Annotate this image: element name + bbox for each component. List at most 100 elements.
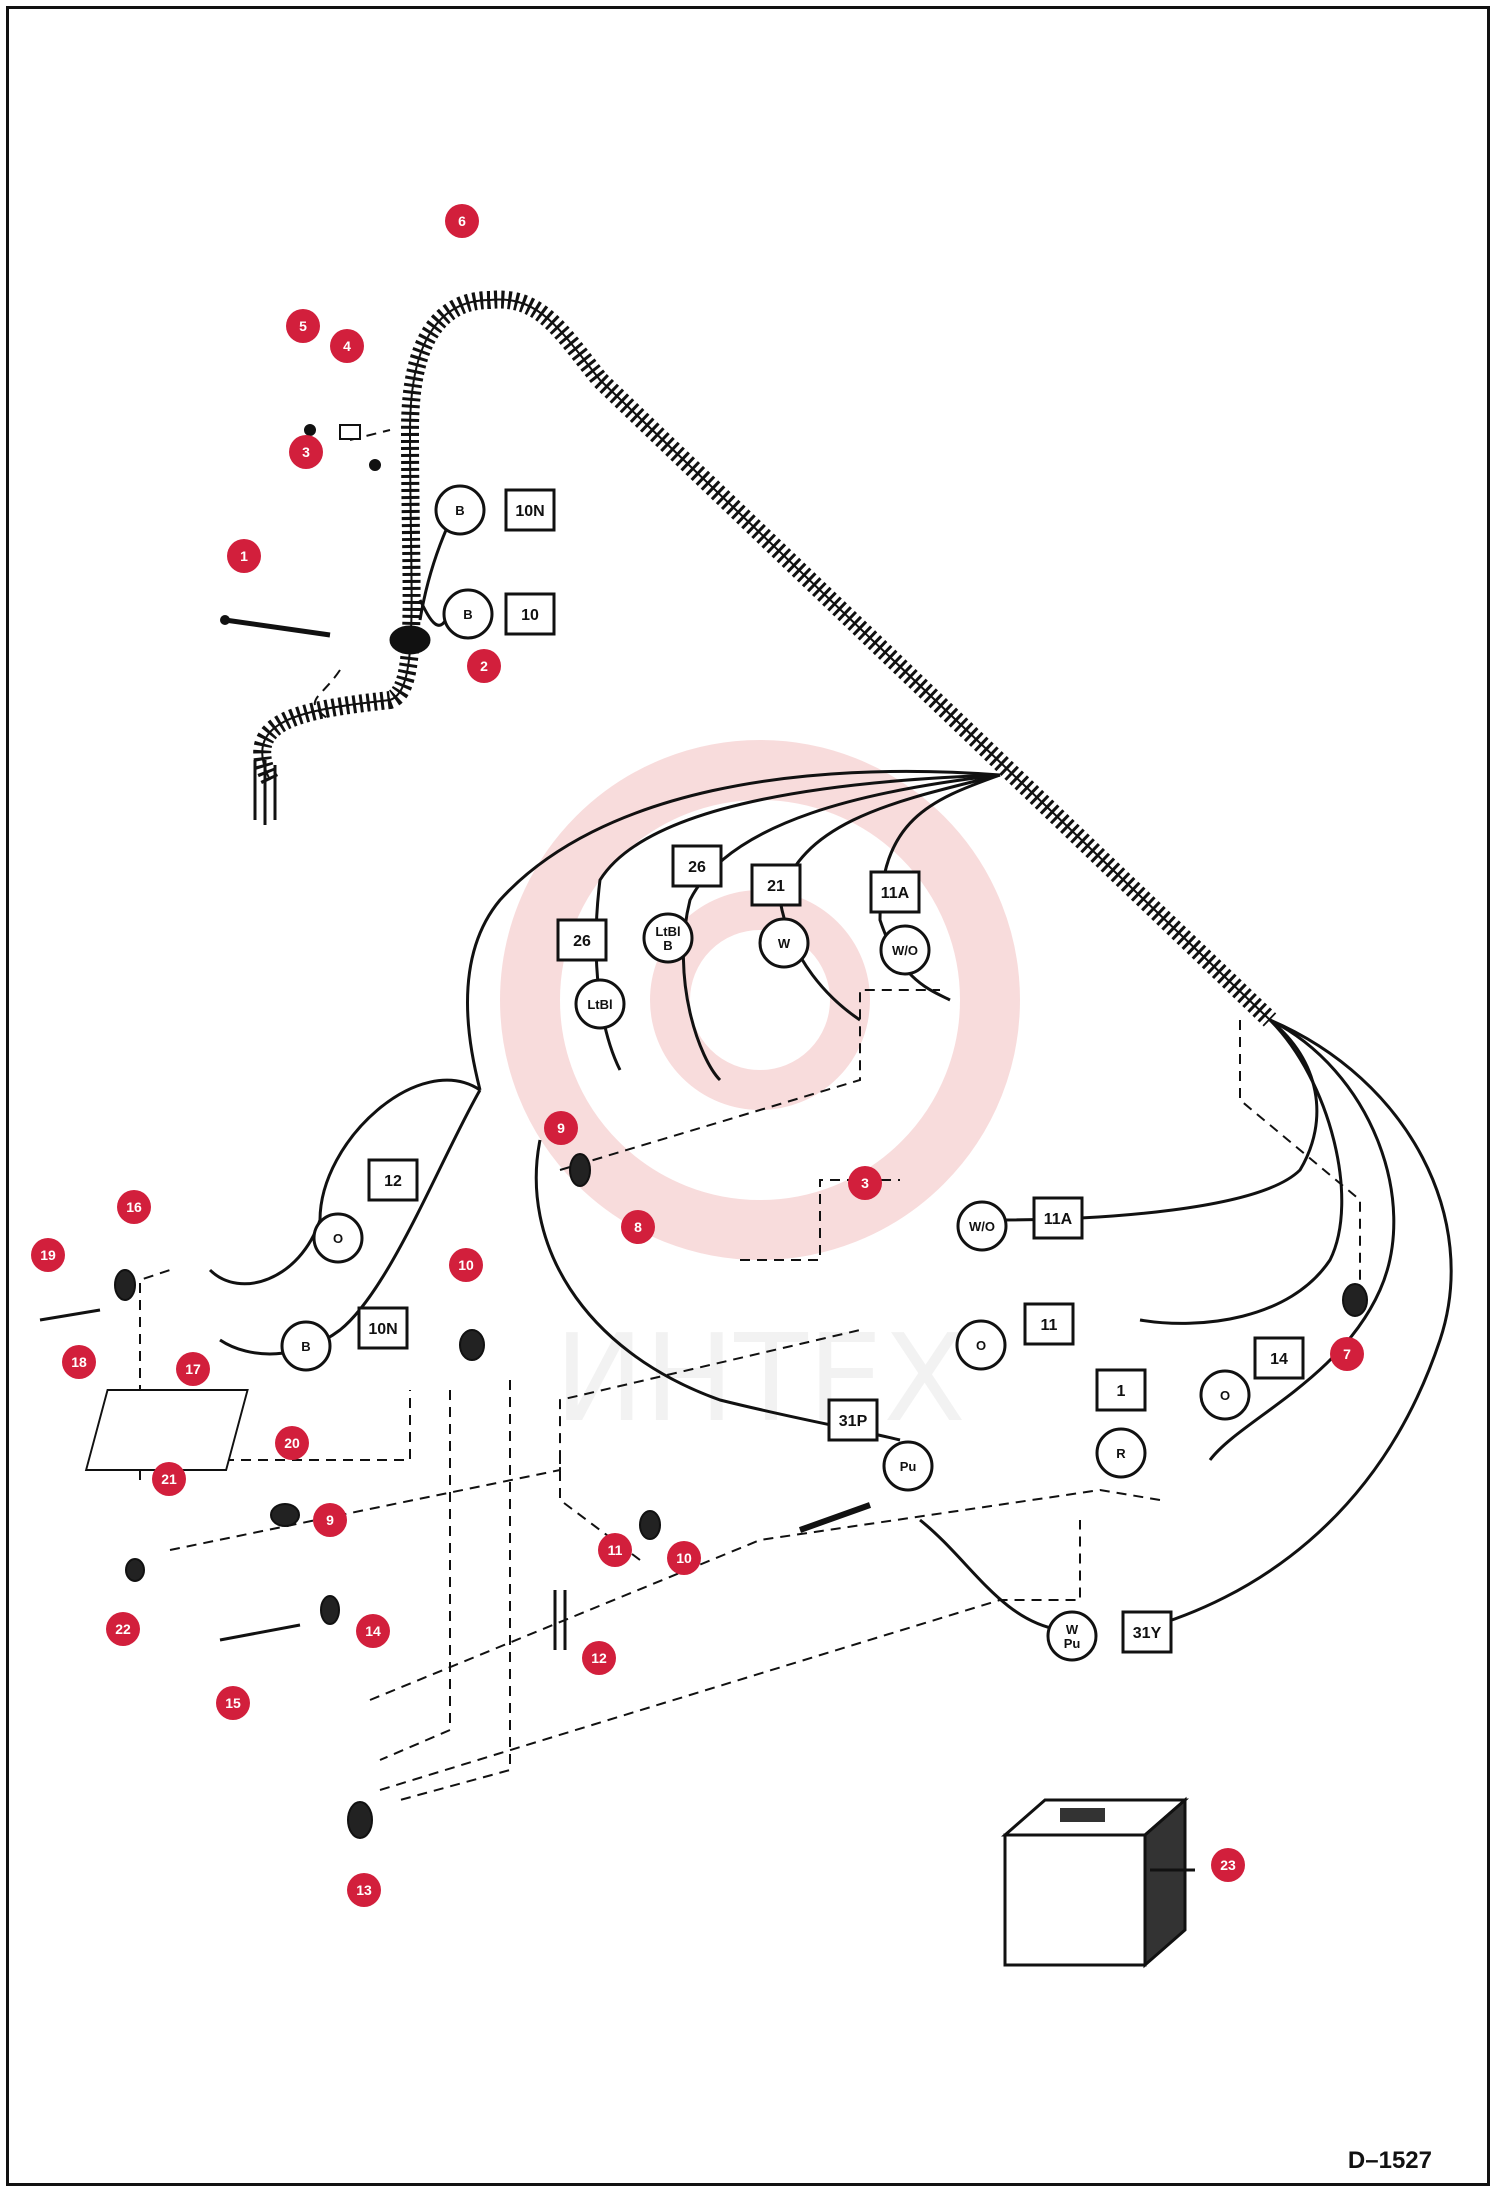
wire-color-circle xyxy=(1046,1610,1098,1662)
wire-number-box xyxy=(750,863,802,907)
parts xyxy=(39,424,1368,1839)
main-harness xyxy=(253,290,1277,1027)
wire-color-label: W xyxy=(778,936,791,951)
wire-color-circle xyxy=(574,978,626,1030)
wire-color-circle xyxy=(955,1319,1007,1371)
wire-color-label: B xyxy=(455,503,464,518)
wire-tag: R1 xyxy=(1095,1368,1147,1479)
wire-color-circle xyxy=(280,1320,332,1372)
wire-color-circle xyxy=(758,917,810,969)
callout-circle xyxy=(176,1352,210,1386)
callout-badge: 8 xyxy=(621,1210,655,1244)
wire-tag: W 21 xyxy=(750,863,810,969)
callout-circle xyxy=(621,1210,655,1244)
wire-color-label: R xyxy=(1116,1446,1126,1461)
callout-circle xyxy=(31,1238,65,1272)
callout-number: 19 xyxy=(40,1247,56,1263)
callout-number: 16 xyxy=(126,1199,142,1215)
callout-badge: 18 xyxy=(62,1345,96,1379)
wire-tag: O 14 xyxy=(1199,1336,1305,1421)
callout-badge: 22 xyxy=(106,1612,140,1646)
wire-number-label: 14 xyxy=(1270,1351,1288,1368)
watermark: ИНТЕХ xyxy=(500,740,1020,1449)
callout-number: 3 xyxy=(861,1175,869,1191)
callout-badge: 3 xyxy=(848,1166,882,1200)
wire-color-circle xyxy=(442,588,494,640)
wire-number-box xyxy=(671,844,723,888)
wire-number-label: 11A xyxy=(1044,1211,1073,1228)
wire-color-circle xyxy=(642,912,694,964)
callout-badge: 16 xyxy=(117,1190,151,1224)
callout-number: 11 xyxy=(608,1542,623,1558)
callout-number: 3 xyxy=(302,444,310,460)
wire-number-label: 11A xyxy=(881,885,910,902)
callout-circle xyxy=(1211,1848,1245,1882)
item-23-box xyxy=(1001,1796,1195,1969)
callout-badge: 21 xyxy=(152,1462,186,1496)
wire-color-label: W xyxy=(1066,1622,1079,1637)
callout-number: 9 xyxy=(326,1512,334,1528)
wire-color-label: O xyxy=(976,1338,986,1353)
callout-circle xyxy=(117,1190,151,1224)
wire-number-label: 10N xyxy=(515,503,544,520)
callout-number: 14 xyxy=(365,1623,381,1639)
callout-badge: 4 xyxy=(330,329,364,363)
wire-number-box xyxy=(1095,1368,1147,1412)
callout-badge: 19 xyxy=(31,1238,65,1272)
wire-color-label: Pu xyxy=(1064,1636,1081,1651)
callout-circle xyxy=(544,1111,578,1145)
wire-color-circle xyxy=(312,1212,364,1264)
wire-number-label: 10 xyxy=(521,607,539,624)
wire-number-box xyxy=(1121,1610,1173,1654)
callout-circle xyxy=(667,1541,701,1575)
callout-number: 2 xyxy=(480,658,488,674)
callout-number: 10 xyxy=(458,1257,474,1273)
callout-badge: 9 xyxy=(313,1503,347,1537)
wire-number-box xyxy=(1253,1336,1305,1380)
wire-number-label: 21 xyxy=(767,878,785,895)
wire-number-label: 26 xyxy=(688,859,706,876)
callout-circle xyxy=(227,539,261,573)
wire-number-box xyxy=(504,488,556,532)
callout-number: 18 xyxy=(71,1354,87,1370)
callout-badge: 9 xyxy=(544,1111,578,1145)
callout-circle xyxy=(330,329,364,363)
callout-number: 23 xyxy=(1220,1857,1236,1873)
callout-number: 9 xyxy=(557,1120,565,1136)
callout-circle xyxy=(445,204,479,238)
wire-color-label: Pu xyxy=(900,1459,917,1474)
callout-circle xyxy=(216,1686,250,1720)
callout-circle xyxy=(289,435,323,469)
callout-number: 12 xyxy=(591,1650,607,1666)
wire-color-label: W/O xyxy=(969,1219,995,1234)
callout-circle xyxy=(152,1462,186,1496)
callout-number: 6 xyxy=(458,213,466,229)
callout-circle xyxy=(356,1614,390,1648)
wire-tag: B 10N xyxy=(434,484,556,536)
callout-badge: 3 xyxy=(289,435,323,469)
callout-badge: 10 xyxy=(667,1541,701,1575)
wire-number-label: 31P xyxy=(839,1413,868,1430)
callout-badge: 15 xyxy=(216,1686,250,1720)
callout-badge: 12 xyxy=(582,1641,616,1675)
callout-circle xyxy=(286,309,320,343)
callout-circle xyxy=(275,1426,309,1460)
wire-color-label: O xyxy=(333,1231,343,1246)
callout-badge: 2 xyxy=(467,649,501,683)
callout-number: 7 xyxy=(1343,1346,1351,1362)
callout-number: 8 xyxy=(634,1219,642,1235)
wire-color-label: LtBl xyxy=(655,924,680,939)
wire-number-label: 11 xyxy=(1041,1317,1058,1334)
wire-color-circle xyxy=(879,924,931,976)
callout-badge: 6 xyxy=(445,204,479,238)
wire-number-label: 26 xyxy=(573,933,591,950)
callout-badge: 7 xyxy=(1330,1337,1364,1371)
callout-number: 15 xyxy=(225,1695,241,1711)
wire-color-label: B xyxy=(301,1339,310,1354)
wire-color-label: O xyxy=(1220,1388,1230,1403)
callout-circle xyxy=(62,1345,96,1379)
